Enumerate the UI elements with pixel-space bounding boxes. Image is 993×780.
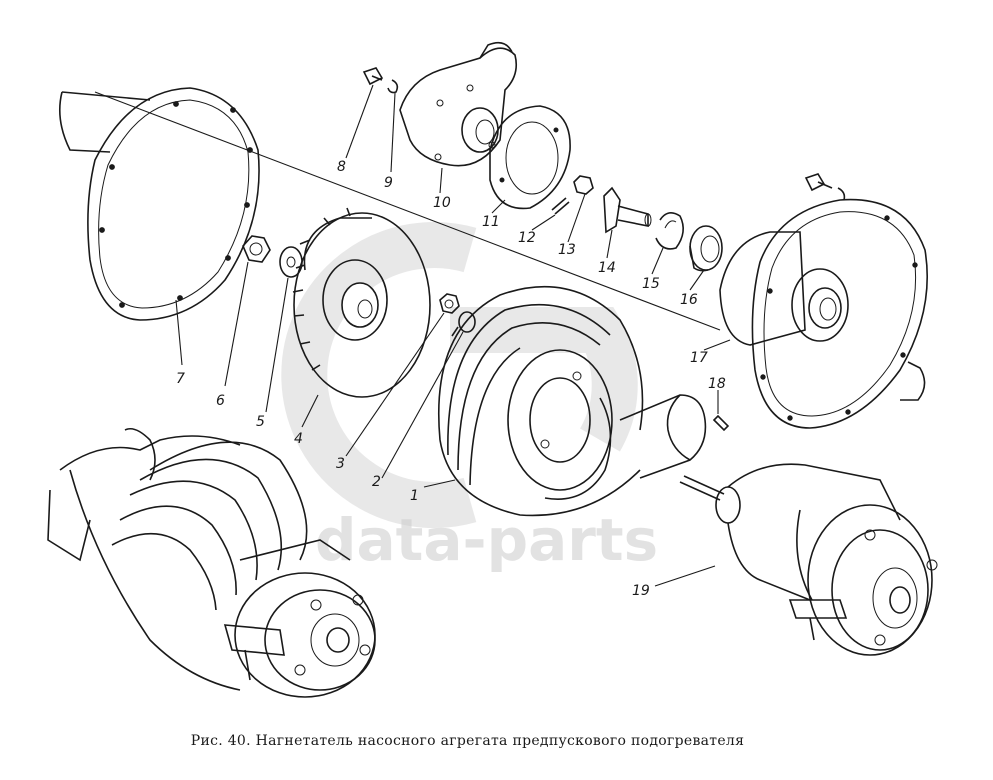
callout-10: 10 <box>433 195 451 211</box>
part-17-pump-housing <box>719 198 928 429</box>
part-6-nut <box>242 235 271 263</box>
assembly-axis <box>94 91 721 331</box>
callout-numbers: 1 2 3 4 5 6 7 8 9 10 11 12 13 14 15 16 1… <box>176 159 726 599</box>
callout-19: 19 <box>632 583 650 599</box>
watermark-logo <box>281 222 638 528</box>
part-4-impeller <box>292 207 431 398</box>
callout-1: 1 <box>410 488 419 504</box>
callout-leaders <box>175 84 731 587</box>
part-11-gasket <box>489 105 571 210</box>
callout-16: 16 <box>680 292 698 308</box>
part-13-nut <box>573 175 594 195</box>
callout-14: 14 <box>598 260 616 276</box>
part-18-key <box>712 414 730 432</box>
housing-bolt <box>804 173 846 201</box>
callout-7: 7 <box>176 371 185 387</box>
assembled-pump-unit <box>47 427 376 698</box>
callout-8: 8 <box>337 159 346 175</box>
callout-6: 6 <box>216 393 225 409</box>
figure-caption: Рис. 40. Нагнетатель насосного агрегата … <box>190 733 745 749</box>
part-8-bolt <box>362 67 384 86</box>
part-15-circlip <box>655 212 684 250</box>
part-7-gasket <box>87 87 260 321</box>
callout-9: 9 <box>384 175 393 191</box>
part-2-lock-washer <box>451 311 476 337</box>
part-1-volute-housing <box>437 285 707 517</box>
watermark-text: data-parts <box>315 506 658 574</box>
part-9-washer <box>387 79 399 94</box>
callout-17: 17 <box>690 350 708 366</box>
part-12-pin <box>551 197 570 215</box>
callout-12: 12 <box>518 230 536 246</box>
callout-5: 5 <box>256 414 265 430</box>
part-19-motor <box>679 463 938 656</box>
callout-3: 3 <box>336 456 345 472</box>
callout-11: 11 <box>482 214 500 230</box>
part-3-nut <box>439 293 460 314</box>
callout-13: 13 <box>558 242 576 258</box>
shaft-housing-cylinder <box>59 91 151 153</box>
part-10-pump-cover <box>399 41 518 167</box>
callout-18: 18 <box>708 376 726 392</box>
part-16-bearing <box>689 225 723 272</box>
callout-15: 15 <box>642 276 660 292</box>
part-14-shaft <box>603 186 652 234</box>
callout-4: 4 <box>294 431 303 447</box>
callout-2: 2 <box>372 474 381 490</box>
